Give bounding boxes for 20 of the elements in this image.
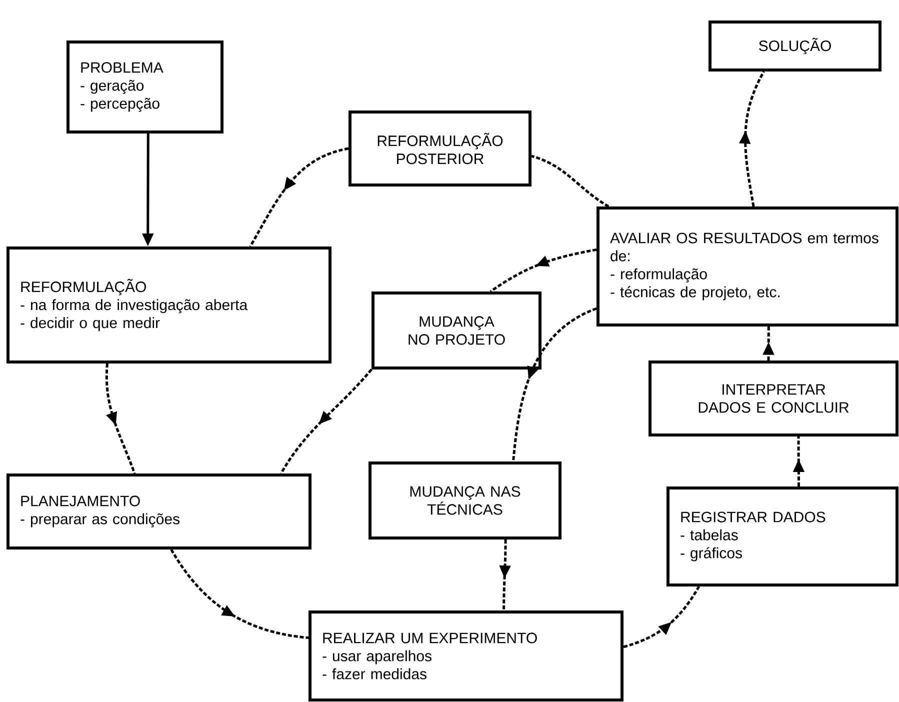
- arrow: [170, 548, 309, 640]
- arrow: [512, 307, 597, 462]
- arrow: [249, 147, 349, 248]
- process-box: AVALIAR OS RESULTADOS em termos de: - reformulação - técnicas de projeto, etc.: [596, 206, 898, 326]
- arrow: [738, 70, 765, 207]
- arrow: [280, 368, 372, 474]
- process-box: MUDANÇA NAS TÉCNICAS: [368, 462, 562, 540]
- arrow: [623, 586, 700, 648]
- process-box: REFORMULAÇÃO - na forma de investigação aberta - decidir o que medir: [6, 246, 332, 364]
- process-box: REFORMULAÇÃO POSTERIOR: [348, 110, 532, 186]
- process-box: REGISTRAR DADOS - tabelas - gráficos: [666, 486, 898, 586]
- process-box: REALIZAR UM EXPERIMENTO - usar aparelhos - fazer medidas: [308, 610, 624, 702]
- process-box: PLANEJAMENTO - preparar as condições: [6, 474, 312, 550]
- process-box: MUDANÇA NO PROJETO: [372, 292, 542, 370]
- arrow: [490, 248, 597, 293]
- process-box: SOLUÇÃO: [708, 20, 882, 72]
- connector-line: [531, 154, 610, 208]
- arrow: [105, 363, 136, 474]
- process-box: PROBLEMA - geração - percepção: [66, 40, 224, 134]
- process-box: INTERPRETAR DADOS E CONCLUIR: [648, 360, 898, 436]
